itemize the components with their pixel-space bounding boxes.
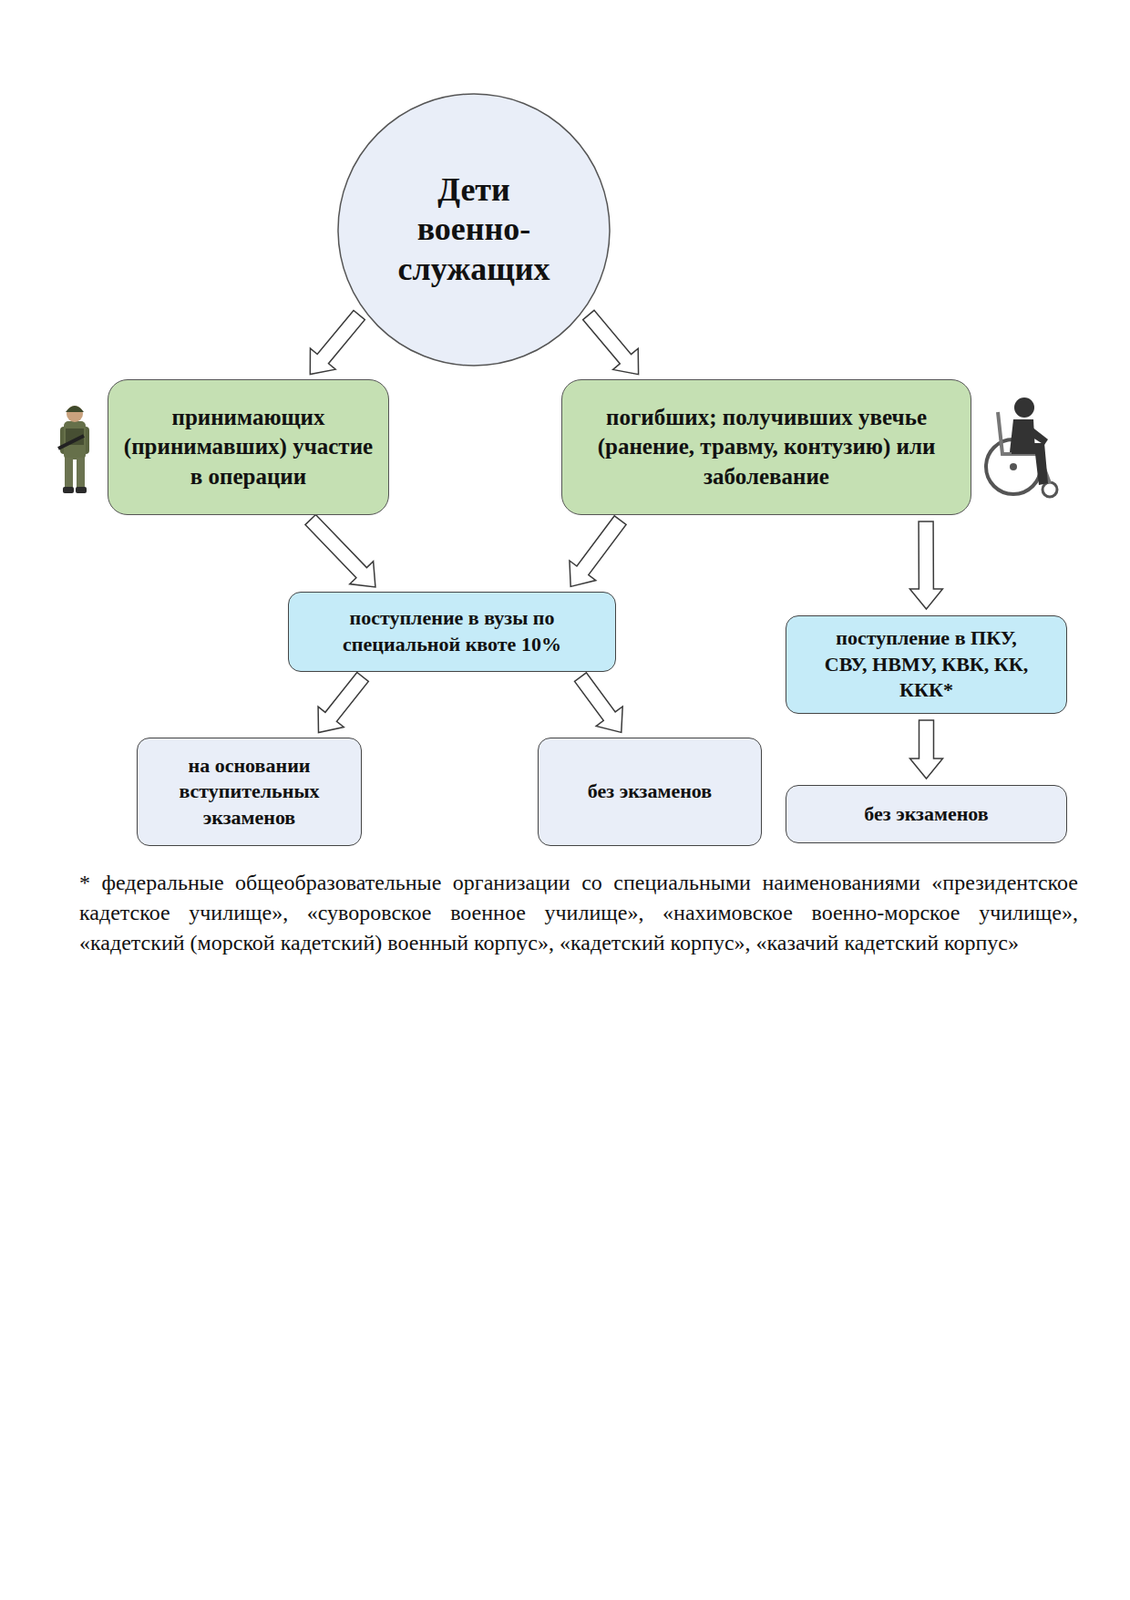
node-text: поступление в ПКУ, СВУ, НВМУ, КВК, КК, К… bbox=[817, 625, 1037, 704]
soldier-helmet bbox=[65, 405, 84, 412]
block-arrow bbox=[575, 672, 624, 732]
block-arrow bbox=[318, 671, 369, 732]
node-text: на основании вступительных экзаменов bbox=[155, 752, 343, 832]
node-text: без экзаменов bbox=[587, 778, 712, 805]
block-arrow bbox=[569, 515, 627, 587]
wheelchair-icon bbox=[986, 397, 1058, 497]
category-box: погибших; получивших увечье (ранение, тр… bbox=[561, 379, 972, 515]
soldier-head bbox=[66, 405, 83, 422]
wheel-hub bbox=[1009, 462, 1017, 471]
soldier-rifle bbox=[58, 435, 84, 449]
node-text: принимающих (принимавших) участие в опер… bbox=[117, 402, 380, 493]
soldier-leg bbox=[64, 457, 73, 489]
block-arrow bbox=[910, 719, 944, 779]
circle-shape bbox=[338, 93, 610, 366]
root-circle: Дети военно- служащих bbox=[337, 92, 611, 367]
person-head bbox=[1014, 397, 1035, 418]
block-arrow bbox=[583, 309, 639, 374]
condition-box: на основании вступительных экзаменов bbox=[136, 737, 362, 846]
block-arrow bbox=[909, 521, 943, 609]
category-box: принимающих (принимавших) участие в опер… bbox=[107, 379, 390, 515]
soldier-icon bbox=[58, 405, 90, 494]
node-text: погибших; получивших увечье (ранение, тр… bbox=[595, 402, 938, 493]
footnote: * федеральные общеобразовательные органи… bbox=[79, 867, 1079, 958]
caster-wheel bbox=[1042, 482, 1058, 497]
block-arrow bbox=[309, 309, 365, 374]
block-arrow bbox=[305, 513, 376, 586]
person-legs bbox=[1011, 442, 1048, 485]
soldier-boot bbox=[75, 486, 87, 494]
condition-box: без экзаменов bbox=[785, 784, 1068, 843]
admission-box: поступление в вузы по специальной квоте … bbox=[287, 591, 617, 672]
soldier-boot bbox=[62, 486, 74, 494]
admission-box: поступление в ПКУ, СВУ, НВМУ, КВК, КК, К… bbox=[785, 615, 1068, 714]
soldier-leg bbox=[76, 457, 85, 489]
node-text: Дети военно- служащих bbox=[382, 170, 565, 289]
condition-box: без экзаменов bbox=[537, 737, 762, 846]
node-text: без экзаменов bbox=[863, 801, 988, 828]
person-arm bbox=[1029, 426, 1048, 445]
node-text: поступление в вузы по специальной квоте … bbox=[301, 605, 603, 658]
